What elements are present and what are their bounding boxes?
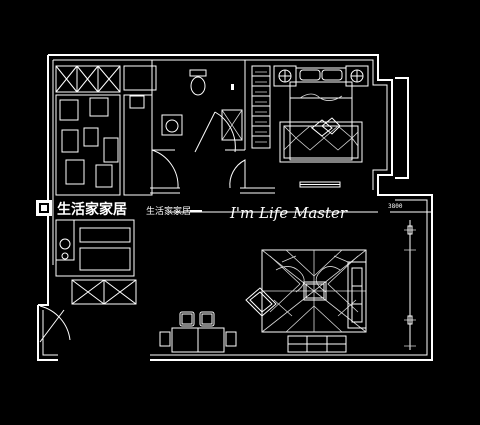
- entry-area: [39, 219, 137, 343]
- kitchen-block: [55, 65, 157, 196]
- living-room: [245, 220, 416, 353]
- outer-walls: [37, 54, 433, 361]
- brand-name-cn-small: 生活家家居: [146, 205, 191, 217]
- bathroom: [151, 60, 246, 153]
- brand-tagline: I'm Life Master: [229, 204, 348, 222]
- brand-name-cn: 生活家家居: [57, 201, 127, 218]
- dimension-label: 3800: [388, 203, 403, 210]
- dining-set: [159, 311, 237, 353]
- brand-watermark: 生活家家居 生活家家居 I'm Life Master 3800: [36, 200, 403, 222]
- divider-line: [170, 210, 432, 213]
- corridor-doors: [150, 149, 275, 194]
- bedroom: [251, 65, 369, 188]
